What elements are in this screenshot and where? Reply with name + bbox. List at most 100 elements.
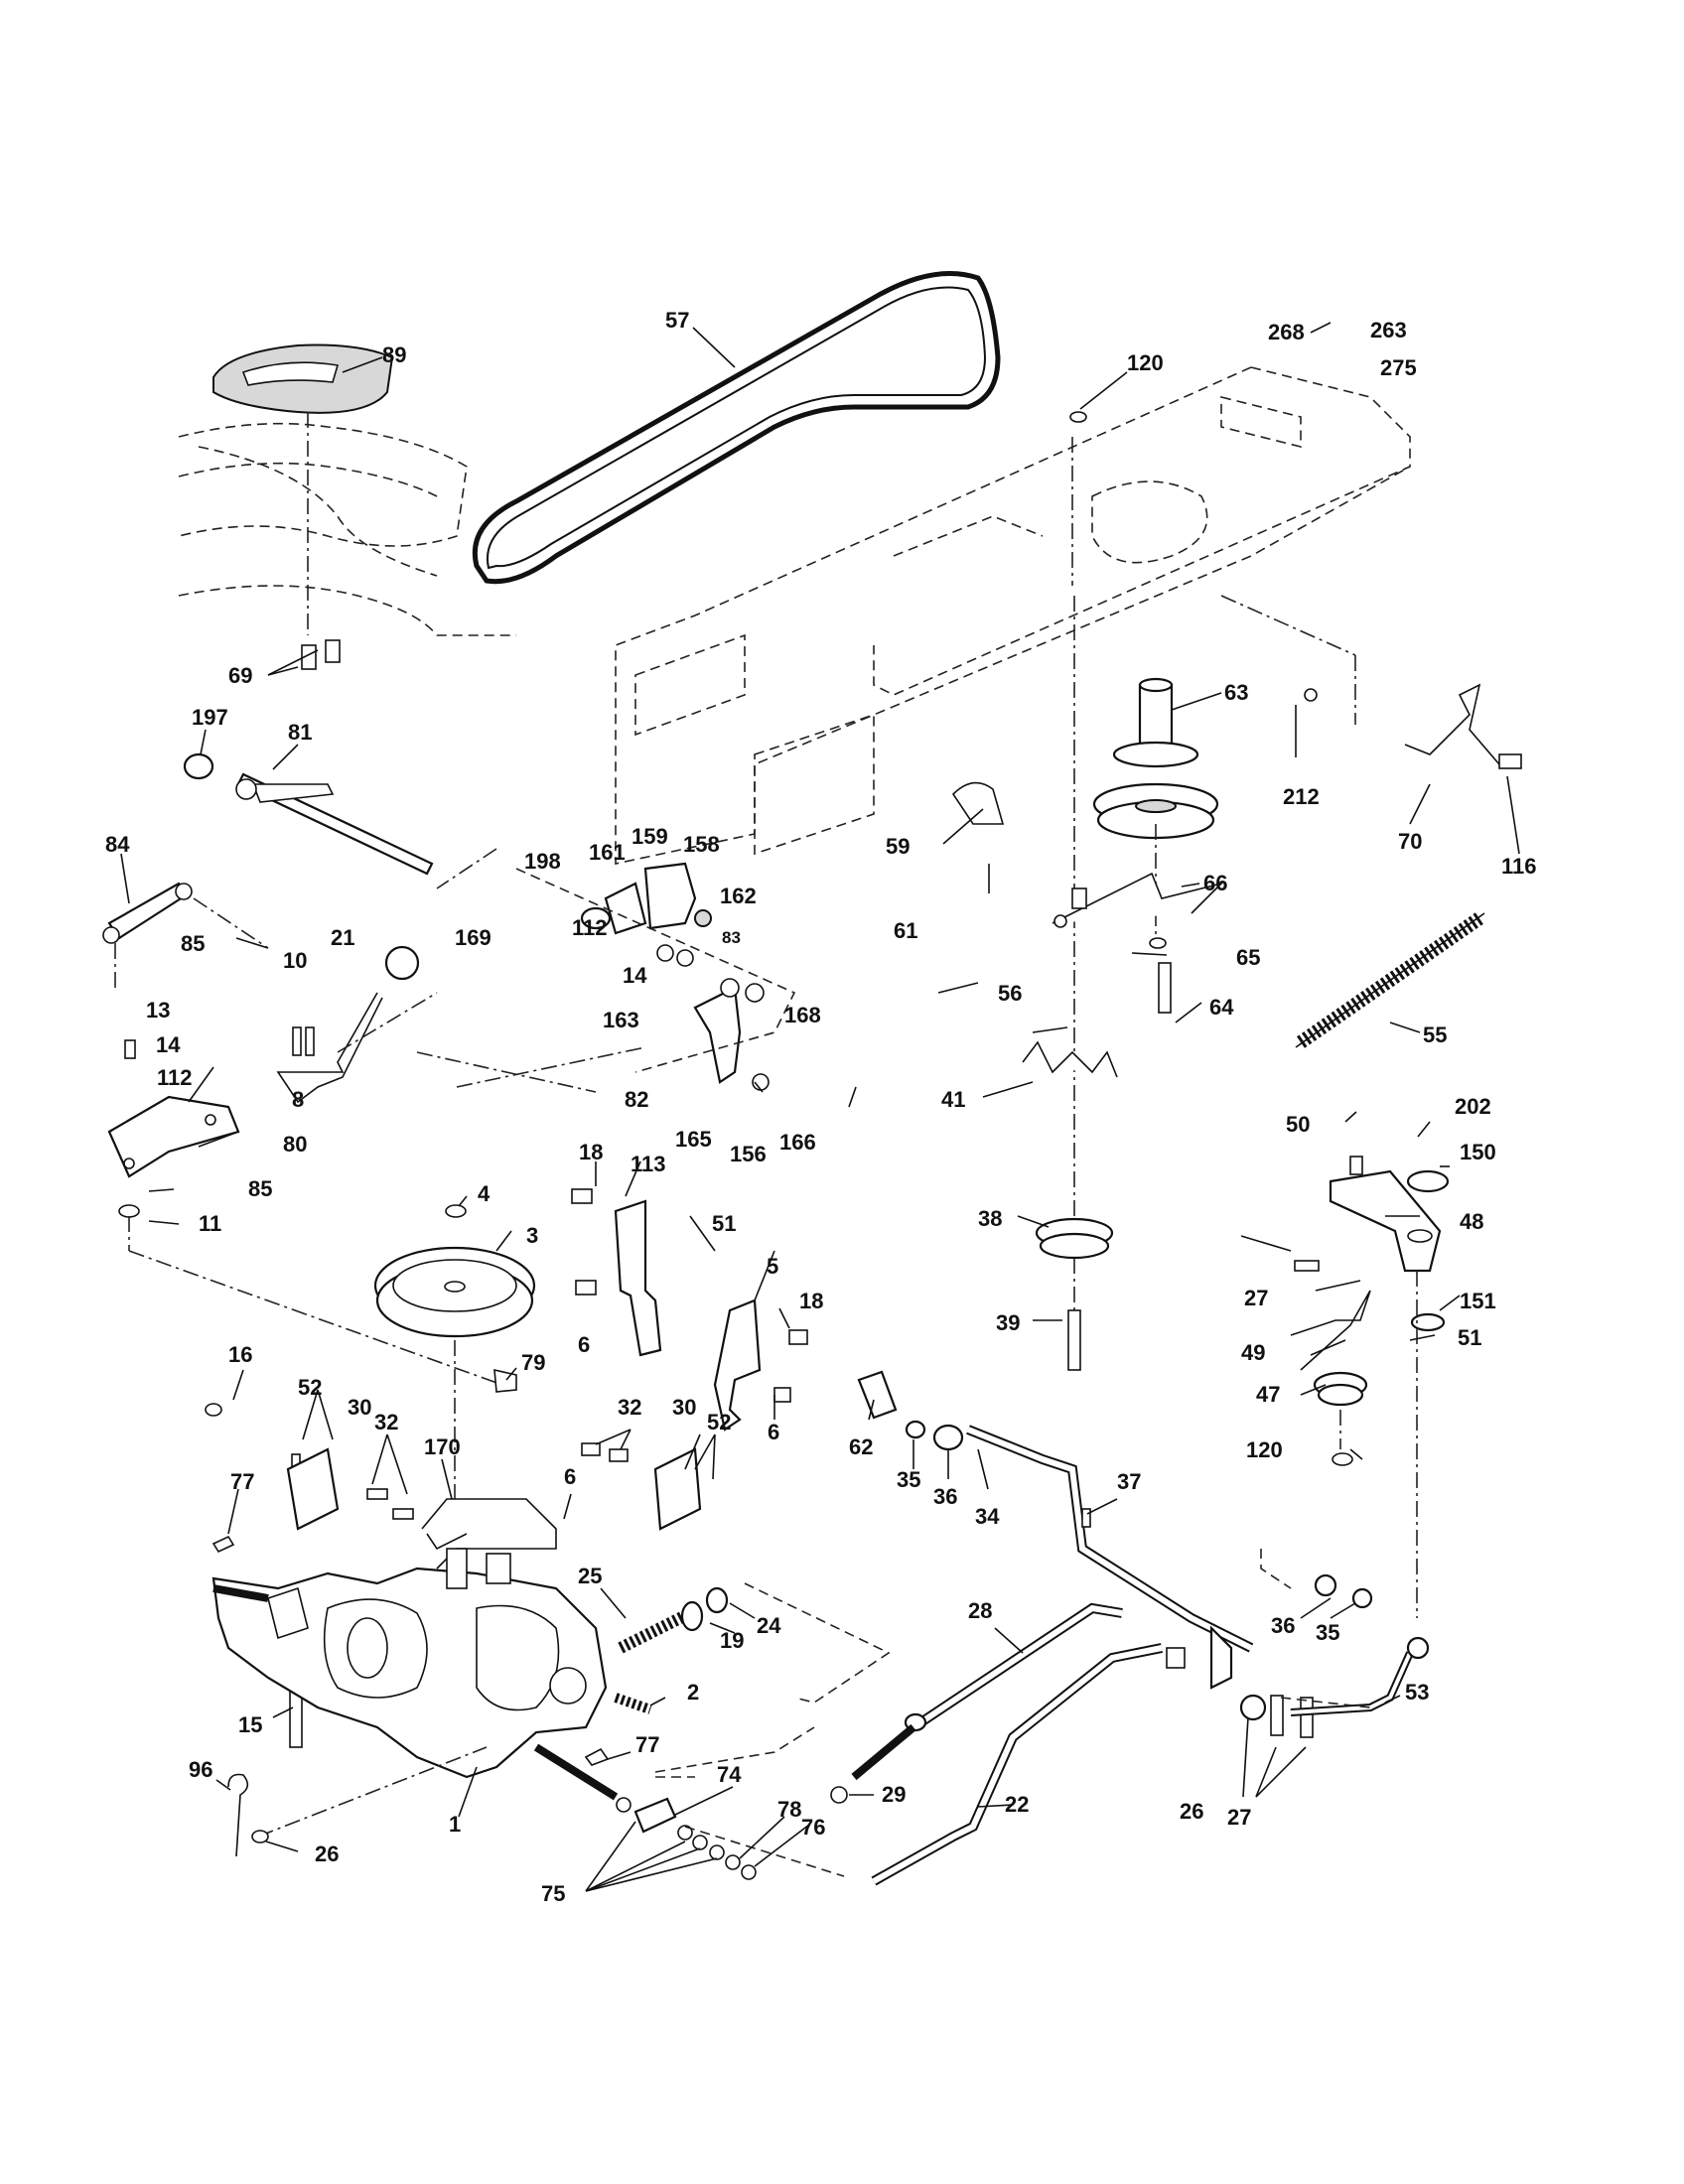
part-label-120: 120 xyxy=(1246,1437,1283,1462)
part-label-6: 6 xyxy=(578,1332,590,1357)
part-label-16: 16 xyxy=(228,1342,252,1367)
part-label-159: 159 xyxy=(632,824,668,849)
part-label-5: 5 xyxy=(767,1254,778,1279)
part-label-35: 35 xyxy=(1316,1620,1339,1645)
part-label-6: 6 xyxy=(768,1420,779,1444)
part-label-64: 64 xyxy=(1209,995,1234,1020)
part-label-52: 52 xyxy=(298,1375,322,1400)
part-label-79: 79 xyxy=(521,1350,545,1375)
part-label-10: 10 xyxy=(283,948,307,973)
bracket-group-158 xyxy=(456,862,796,1091)
part-label-275: 275 xyxy=(1380,355,1417,380)
part-label-51: 51 xyxy=(712,1211,736,1236)
part-label-47: 47 xyxy=(1256,1382,1280,1407)
part-label-74: 74 xyxy=(717,1762,742,1787)
part-label-112: 112 xyxy=(157,1065,193,1090)
part-label-38: 38 xyxy=(978,1206,1002,1231)
part-label-55: 55 xyxy=(1423,1023,1447,1047)
part-label-59: 59 xyxy=(886,834,910,859)
axle-parts xyxy=(616,1726,845,1880)
part-label-50: 50 xyxy=(1286,1112,1310,1137)
seat-part xyxy=(212,343,394,635)
part-label-77: 77 xyxy=(230,1469,254,1494)
part-label-83: 83 xyxy=(722,928,741,947)
part-label-202: 202 xyxy=(1455,1094,1491,1119)
part-label-27: 27 xyxy=(1244,1286,1268,1310)
part-label-34: 34 xyxy=(975,1504,1000,1529)
idler-pulley-63 xyxy=(1092,677,1219,840)
part-label-8: 8 xyxy=(292,1087,304,1112)
drive-belt xyxy=(472,271,1001,585)
part-label-11: 11 xyxy=(199,1211,221,1236)
part-label-70: 70 xyxy=(1398,829,1422,854)
part-label-162: 162 xyxy=(720,884,757,908)
part-label-166: 166 xyxy=(779,1130,816,1155)
part-label-63: 63 xyxy=(1224,680,1248,705)
part-label-212: 212 xyxy=(1283,784,1320,809)
leader-lines xyxy=(120,322,1520,1892)
part-label-80: 80 xyxy=(283,1132,307,1157)
part-label-84: 84 xyxy=(105,832,130,857)
transmission-pulley xyxy=(373,1204,536,1588)
part-label-21: 21 xyxy=(331,925,354,950)
part-label-1: 1 xyxy=(449,1812,461,1837)
part-label-113: 113 xyxy=(631,1152,666,1176)
part-label-18: 18 xyxy=(579,1140,603,1164)
line-art xyxy=(102,271,1522,1892)
part-label-36: 36 xyxy=(933,1484,957,1509)
part-label-78: 78 xyxy=(777,1797,801,1822)
part-label-77: 77 xyxy=(635,1732,659,1757)
part-label-69: 69 xyxy=(228,663,252,688)
part-label-48: 48 xyxy=(1460,1209,1483,1234)
part-label-19: 19 xyxy=(720,1628,744,1653)
part-label-156: 156 xyxy=(730,1142,767,1166)
part-label-116: 116 xyxy=(1501,854,1537,879)
brackets-30 xyxy=(286,1447,702,1531)
part-label-13: 13 xyxy=(146,998,170,1023)
part-label-56: 56 xyxy=(998,981,1022,1006)
part-label-2: 2 xyxy=(687,1680,699,1705)
part-label-170: 170 xyxy=(424,1434,461,1459)
pedal-rods xyxy=(830,1370,1430,1886)
part-label-165: 165 xyxy=(675,1127,712,1152)
part-label-81: 81 xyxy=(288,720,312,745)
part-label-89: 89 xyxy=(382,342,406,367)
part-label-75: 75 xyxy=(541,1881,565,1906)
rod-81 xyxy=(183,752,434,876)
body-outline xyxy=(178,422,516,636)
part-label-14: 14 xyxy=(156,1032,181,1057)
part-label-120: 120 xyxy=(1127,350,1164,375)
rod-84 xyxy=(102,882,269,993)
part-label-82: 82 xyxy=(625,1087,648,1112)
part-label-30: 30 xyxy=(672,1395,696,1420)
part-label-26: 26 xyxy=(315,1842,339,1866)
part-label-151: 151 xyxy=(1460,1289,1496,1313)
part-label-169: 169 xyxy=(455,925,491,950)
part-label-36: 36 xyxy=(1271,1613,1295,1638)
part-label-85: 85 xyxy=(248,1176,272,1201)
part-label-3: 3 xyxy=(526,1223,538,1248)
part-label-163: 163 xyxy=(603,1008,639,1032)
part-label-30: 30 xyxy=(348,1395,371,1420)
part-label-51: 51 xyxy=(1458,1325,1481,1350)
part-label-25: 25 xyxy=(578,1564,602,1588)
part-label-85: 85 xyxy=(181,931,205,956)
part-label-65: 65 xyxy=(1236,945,1260,970)
part-label-37: 37 xyxy=(1117,1469,1141,1494)
bolts xyxy=(124,411,1363,1748)
spring-55 xyxy=(1295,912,1485,1048)
part-label-28: 28 xyxy=(968,1598,992,1623)
part-label-62: 62 xyxy=(849,1434,873,1459)
part-label-4: 4 xyxy=(478,1181,491,1206)
part-label-35: 35 xyxy=(897,1467,920,1492)
part-labels: 89 57 120 268 263 275 69 197 81 63 212 7… xyxy=(105,308,1537,1906)
part-label-52: 52 xyxy=(707,1410,731,1434)
part-label-18: 18 xyxy=(799,1289,823,1313)
part-label-26: 26 xyxy=(1180,1799,1203,1824)
frame-outline xyxy=(615,366,1411,865)
part-label-53: 53 xyxy=(1405,1680,1429,1705)
part-label-268: 268 xyxy=(1268,320,1305,344)
bracket-48 xyxy=(1290,1169,1450,1618)
part-label-76: 76 xyxy=(801,1815,825,1840)
